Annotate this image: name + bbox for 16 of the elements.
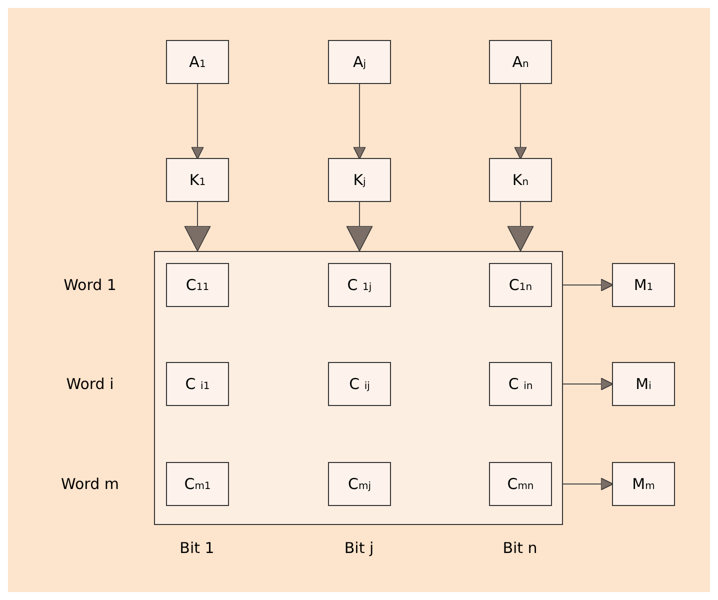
arrow — [191, 84, 204, 160]
row-label: Word i — [66, 375, 114, 393]
row-label: Word 1 — [64, 276, 116, 294]
arrow — [562, 278, 614, 292]
matrix-box — [154, 251, 563, 525]
column-label: Bit n — [502, 539, 538, 557]
arrow — [562, 378, 614, 390]
row-label: Word m — [61, 475, 119, 493]
arrow — [353, 84, 366, 160]
column-label: Bit 1 — [180, 539, 214, 557]
column-label: Bit j — [344, 539, 374, 557]
arrow — [514, 84, 527, 160]
arrow — [507, 202, 534, 252]
arrow — [346, 202, 373, 252]
arrow — [184, 202, 211, 252]
arrow — [562, 478, 614, 490]
